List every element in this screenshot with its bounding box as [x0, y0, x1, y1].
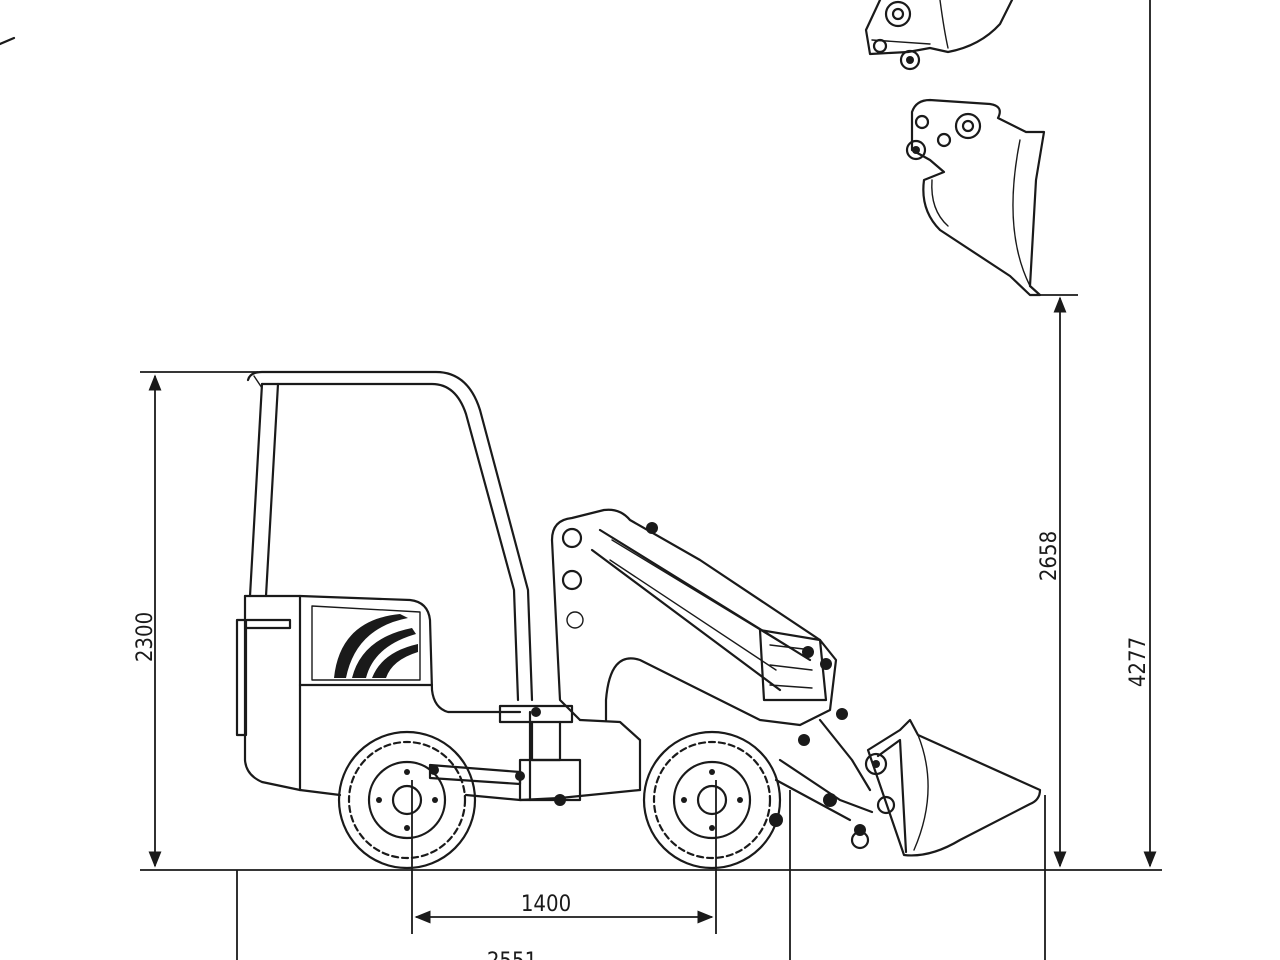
lift-arm	[550, 508, 848, 746]
bucket-raised-top	[864, 0, 1014, 71]
articulation-joint	[428, 704, 582, 806]
machine-body	[235, 594, 642, 802]
dimension-hinge-pin-height: 2658	[1030, 294, 1078, 868]
label-overall-length: 2551	[487, 949, 537, 960]
dimension-overall-height: 2300	[133, 371, 258, 868]
front-wheel	[642, 730, 782, 870]
label-wheelbase: 1400	[521, 892, 571, 917]
dimension-overall-length: 2551	[236, 790, 1046, 960]
dimension-max-lift-height: 4277	[1126, 0, 1157, 868]
corner-mark	[0, 36, 16, 46]
rear-wheel	[337, 730, 477, 870]
bucket-lowered	[864, 718, 1042, 857]
dimension-wheelbase: 1400	[411, 780, 717, 934]
rops-canopy-frame	[246, 370, 534, 702]
label-max-lift-height: 4277	[1126, 637, 1151, 687]
bucket-raised-mid	[905, 98, 1046, 297]
body-decal	[334, 614, 418, 678]
label-overall-height: 2300	[133, 612, 158, 662]
tilt-linkage	[769, 718, 874, 850]
label-hinge-pin-height: 2658	[1037, 531, 1062, 581]
